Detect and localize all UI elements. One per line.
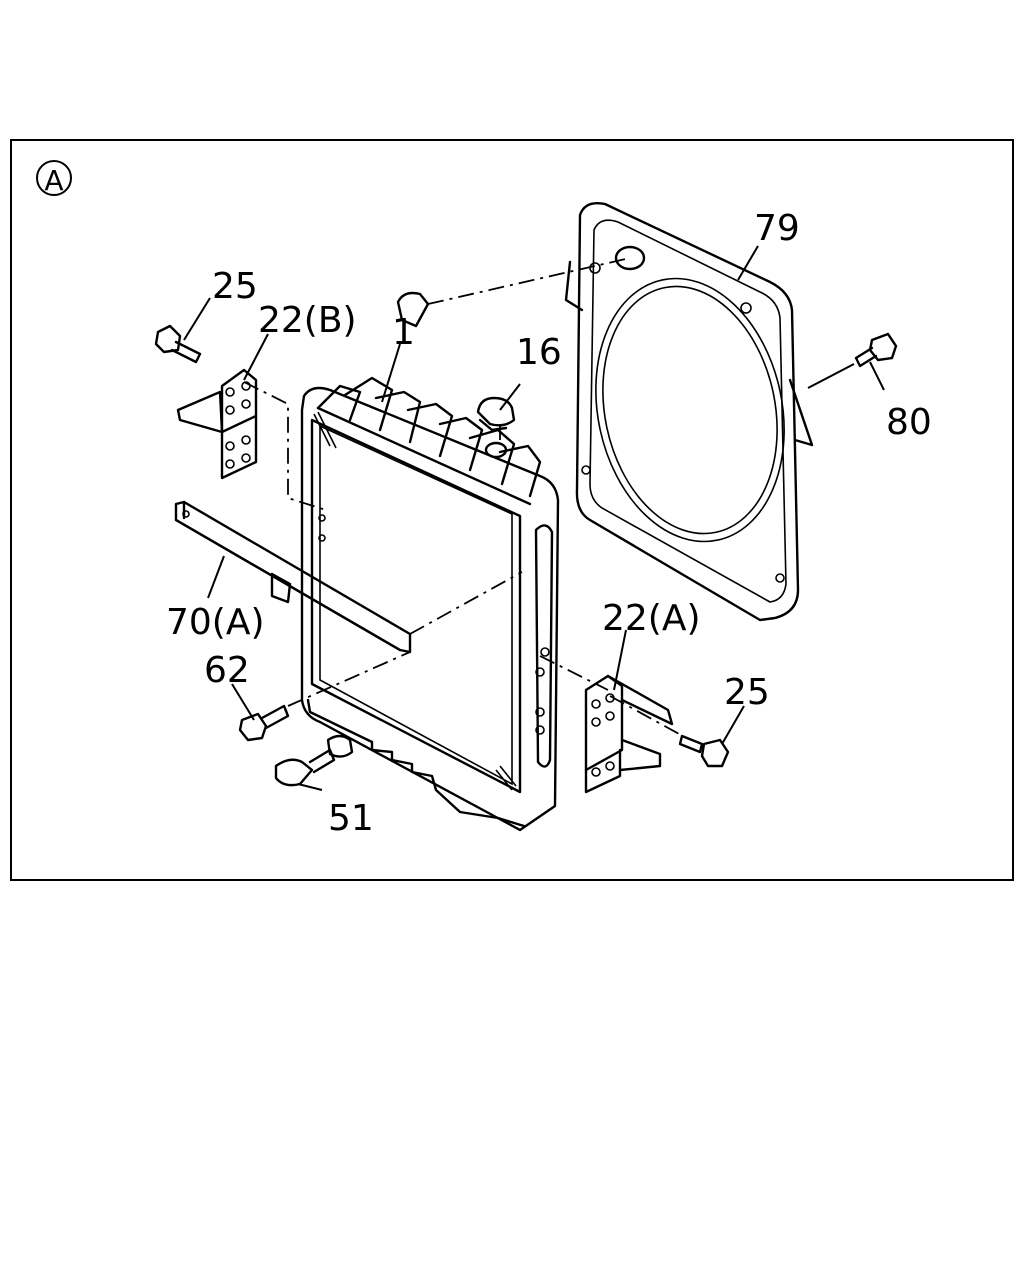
radiator-core — [300, 291, 560, 832]
fan-shroud — [564, 201, 814, 622]
label-radiator: 1 — [392, 312, 415, 353]
leader-lines — [183, 245, 885, 791]
diagram-frame — [10, 139, 1014, 881]
radiator-cap — [476, 396, 516, 432]
bolt-80 — [854, 332, 898, 368]
label-bolt-upper-left: 25 — [212, 266, 258, 307]
label-bolt-right: 25 — [724, 672, 770, 713]
bolt-upper-left — [154, 324, 202, 364]
label-shroud: 79 — [754, 208, 800, 249]
bolt-right — [678, 734, 730, 768]
label-bracket-b: 22(B) — [258, 300, 357, 341]
callout-labels: 25 22(B) 1 16 79 80 70(A) 22(A) 62 25 51 — [166, 208, 932, 839]
label-drain-cock: 51 — [328, 798, 374, 839]
label-bracket-a: 22(A) — [602, 598, 701, 639]
view-marker: A — [36, 160, 72, 197]
label-bolt-80: 80 — [886, 402, 932, 443]
label-bolt-62: 62 — [204, 650, 250, 691]
view-marker-letter: A — [44, 164, 63, 197]
bracket-a — [584, 674, 674, 794]
label-radiator-cap: 16 — [516, 332, 562, 373]
drain-cock — [274, 734, 354, 787]
alignment-lines — [243, 257, 691, 741]
label-stay-70a: 70(A) — [166, 602, 265, 643]
bolt-62 — [238, 704, 290, 742]
bracket-b — [176, 368, 258, 480]
